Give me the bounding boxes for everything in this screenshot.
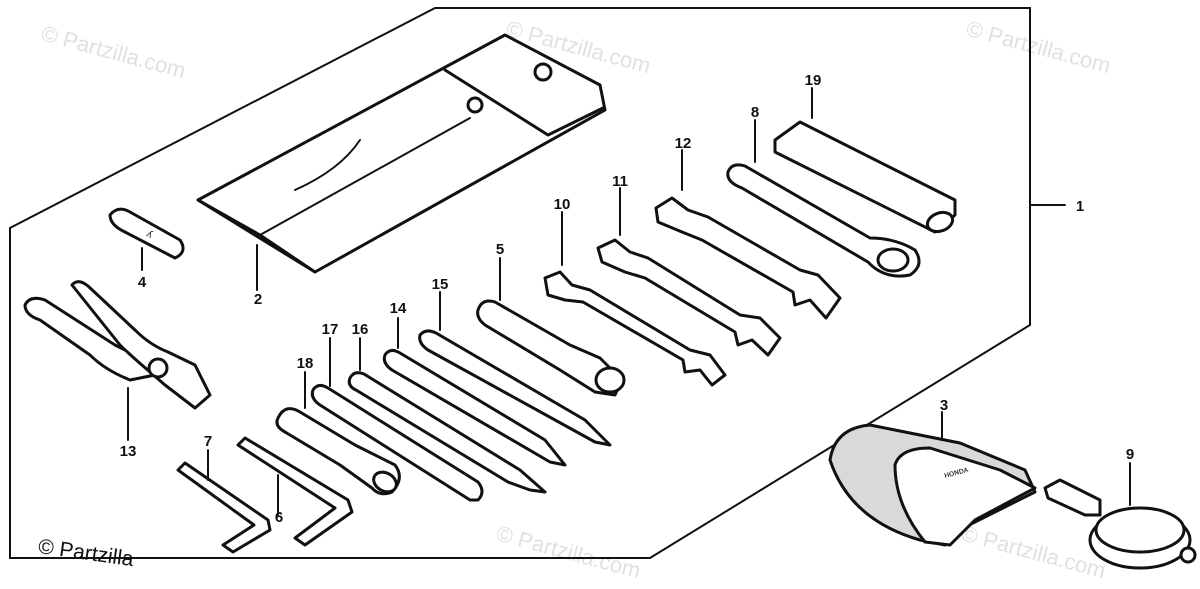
tire-gauge-cap[interactable] — [1043, 478, 1197, 570]
callout-13: 13 — [120, 443, 137, 460]
callout-16: 16 — [352, 321, 369, 338]
callout-12: 12 — [675, 135, 692, 152]
callout-11: 11 — [612, 173, 628, 190]
wrench-12[interactable] — [654, 196, 842, 320]
tool-case[interactable]: ʜᴏɴᴅᴀ — [828, 423, 1037, 547]
hex-key[interactable] — [176, 461, 272, 554]
callout-4: 4 — [138, 274, 147, 291]
callout-3: 3 — [940, 397, 948, 414]
callout-5: 5 — [496, 241, 504, 258]
svg-text:ʎ: ʎ — [145, 229, 154, 241]
callout-15: 15 — [432, 276, 449, 293]
watermark: © Partzilla.com — [494, 521, 644, 584]
wrench-10[interactable] — [543, 270, 727, 387]
screwdriver-bit-16[interactable] — [347, 371, 547, 494]
callout-10: 10 — [554, 196, 571, 213]
callout-19: 19 — [805, 72, 822, 89]
tool-bag-pouch[interactable] — [196, 33, 607, 274]
callout-2: 2 — [254, 291, 262, 308]
screwdriver-bit-15[interactable] — [418, 329, 612, 447]
callout-9: 9 — [1126, 446, 1134, 463]
screwdriver-bit-17[interactable] — [310, 383, 484, 502]
hex-key-large[interactable] — [236, 436, 354, 547]
ring-spanner[interactable] — [726, 163, 921, 278]
watermark: © Partzilla.com — [964, 16, 1114, 79]
screwdriver-handle[interactable] — [275, 407, 401, 496]
callout-labels: 1 2 3 4 5 6 7 8 9 10 11 12 13 14 15 16 1… — [120, 72, 1135, 526]
callout-14: 14 — [390, 300, 407, 317]
kit-frame-outline — [9, 7, 1031, 559]
wrench-11[interactable] — [596, 238, 782, 357]
callout-6: 6 — [275, 509, 283, 526]
extension-bar[interactable] — [773, 120, 957, 235]
callout-8: 8 — [751, 104, 759, 121]
callout-18: 18 — [297, 355, 314, 372]
id-tag[interactable]: ʎ — [108, 207, 185, 260]
callout-1: 1 — [1076, 198, 1084, 215]
watermark: © Partzilla.com — [39, 21, 189, 84]
watermark: © Partzilla.com — [959, 521, 1109, 584]
spark-plug-socket[interactable] — [476, 299, 626, 397]
callout-17: 17 — [322, 321, 339, 338]
pliers[interactable] — [23, 280, 212, 410]
screwdriver-bit-14[interactable] — [382, 348, 567, 467]
callout-7: 7 — [204, 433, 212, 450]
